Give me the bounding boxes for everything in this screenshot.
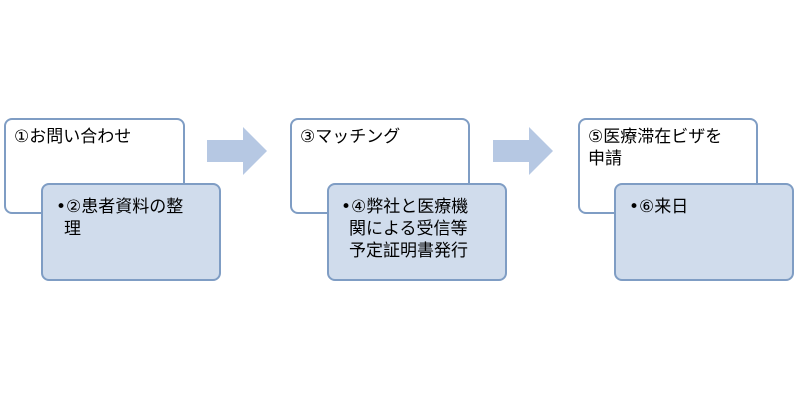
step-4-box [327,183,507,281]
step-6-line-1: •⑥来日 [629,197,689,217]
right-arrow-icon [207,127,267,175]
right-arrow-icon [493,127,553,175]
step-5-line-1: ⑤医療滞在ビザを [588,127,723,147]
step-2-line-1: •②患者資料の整 [56,197,184,217]
step-4-text: •④弊社と医療機 関による受信等 予定証明書発行 [341,196,468,262]
step-3-title: ③マッチング [300,127,401,147]
step-2-line-2: 理 [64,219,81,239]
step-5-title: ⑤医療滞在ビザを 申請 [588,126,722,170]
step-6-box [614,183,794,281]
step-1-title: ①お問い合わせ [14,127,132,147]
step-6-text: •⑥来日 [629,196,688,218]
step-4-line-2: 関による受信等 [349,219,468,239]
step-2-box [41,183,221,281]
step-4-line-1: •④弊社と医療機 [341,197,469,217]
step-2-text: •②患者資料の整 理 [56,196,183,240]
step-4-line-3: 予定証明書発行 [349,241,468,261]
step-5-line-2: 申請 [588,149,622,169]
